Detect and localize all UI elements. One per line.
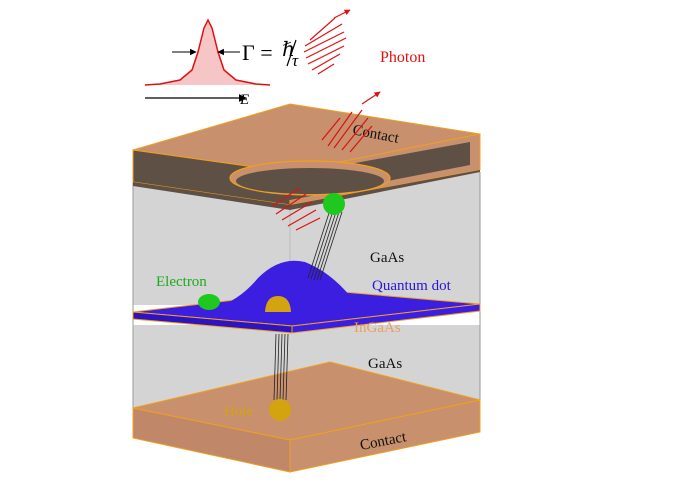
ingaas-layer: InGaAs (132, 289, 481, 336)
linewidth-formula: Γ = (242, 40, 273, 65)
top-contact-underside (133, 170, 480, 210)
quantum-dot-label: Quantum dot (372, 278, 452, 294)
bottom-contact-side-face (289, 399, 481, 473)
photon-wave-top-arrow (333, 9, 351, 19)
photon-label: Photon (380, 49, 425, 66)
linewidth-inset: E Γ = ℏ τ (144, 18, 299, 108)
gaas-lower-label: GaAs (368, 356, 402, 372)
top-contact: Contact (132, 103, 481, 210)
hole-label: Hole (224, 404, 254, 420)
ingaas-side-face (291, 303, 481, 334)
aperture-dark-region (140, 142, 470, 200)
gaas-upper-region (133, 172, 480, 305)
lorentzian-fill (145, 20, 270, 85)
formula-tau: τ (292, 51, 299, 70)
tunnel-lines-lower (273, 333, 289, 401)
photon-wave-top (303, 17, 347, 75)
gaas-upper-label: GaAs (370, 250, 404, 266)
lorentzian-curve (144, 18, 271, 86)
photon-emission-arrow (361, 91, 381, 105)
electron-label: Electron (156, 274, 207, 290)
energy-axis-label: E (239, 92, 249, 108)
aperture-hole (236, 168, 384, 194)
photon-emission-lower (271, 187, 321, 231)
tunnel-lines-upper (307, 209, 343, 281)
hole-in-dot (265, 296, 291, 312)
electron-at-aperture (323, 193, 345, 215)
ingaas-label: InGaAs (354, 320, 401, 336)
formula-slash (286, 39, 297, 67)
photon-emission-upper (321, 109, 373, 153)
formula-lhs: Γ = (242, 40, 273, 65)
quantum-dot-bump (215, 260, 385, 318)
bottom-contact: Contact (132, 361, 481, 473)
hole-at-bottom (269, 399, 291, 421)
formula-hbar: ℏ (282, 39, 295, 61)
electron-in-dot (198, 294, 220, 310)
